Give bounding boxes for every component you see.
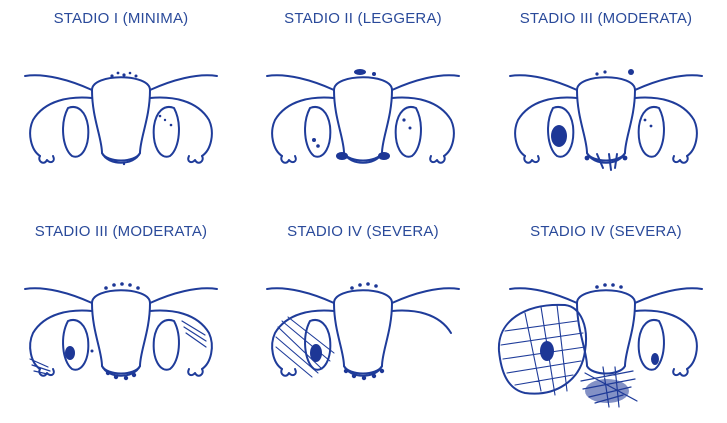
panel-stage-2-mild: STADIO II (LEGGERA): [242, 0, 484, 210]
panel-stage-4-severe-alt: STADIO IV (SEVERA): [485, 213, 727, 423]
panel-stage-4-severe: STADIO IV (SEVERA): [242, 213, 484, 423]
uterus-diagram-stage-3: [485, 28, 727, 210]
uterus-diagram-stage-3-alt: [0, 241, 242, 423]
panel-label: STADIO II (LEGGERA): [242, 10, 484, 27]
panel-stage-1-minimal: STADIO I (MINIMA): [0, 0, 242, 210]
panel-label: STADIO IV (SEVERA): [242, 223, 484, 240]
panel-label: STADIO III (MODERATA): [0, 223, 242, 240]
panel-stage-3-moderate-alt: STADIO III (MODERATA): [0, 213, 242, 423]
panel-label: STADIO III (MODERATA): [485, 10, 727, 27]
uterus-diagram-stage-4: [242, 241, 484, 423]
panel-label: STADIO IV (SEVERA): [485, 223, 727, 240]
uterus-diagram-stage-1: [0, 28, 242, 210]
panel-stage-3-moderate: STADIO III (MODERATA): [485, 0, 727, 210]
panel-label: STADIO I (MINIMA): [0, 10, 242, 27]
uterus-diagram-stage-2: [242, 28, 484, 210]
uterus-diagram-stage-4-alt: [485, 241, 727, 423]
